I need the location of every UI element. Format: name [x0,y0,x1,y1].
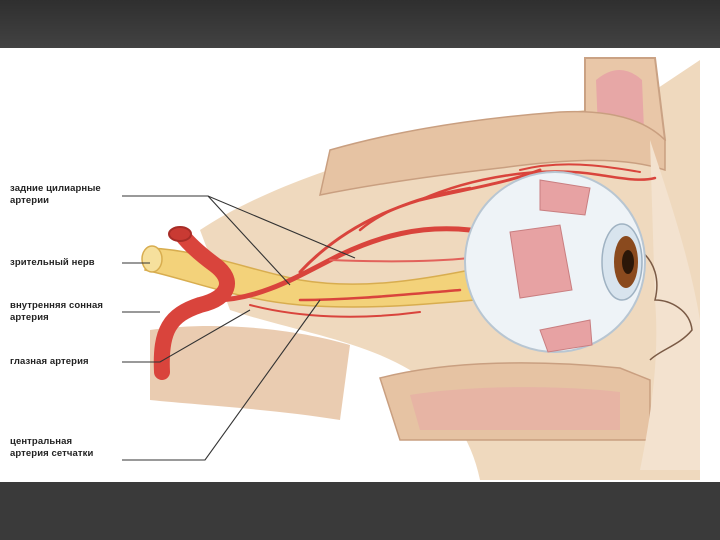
leader-lines [122,195,356,461]
bottom-band [0,482,720,540]
arteries [153,163,657,380]
label-central-retinal-artery: центральная артерия сетчатки [10,436,94,459]
label-posterior-ciliary-arteries: задние цилиарные артерии [10,183,101,206]
label-ophthalmic-artery: глазная артерия [10,356,89,367]
label-internal-carotid-artery: внутренняя сонная артерия [10,300,104,323]
eyeball [464,171,646,353]
label-optic-nerve: зрительный нерв [10,257,95,268]
top-band [0,0,720,48]
